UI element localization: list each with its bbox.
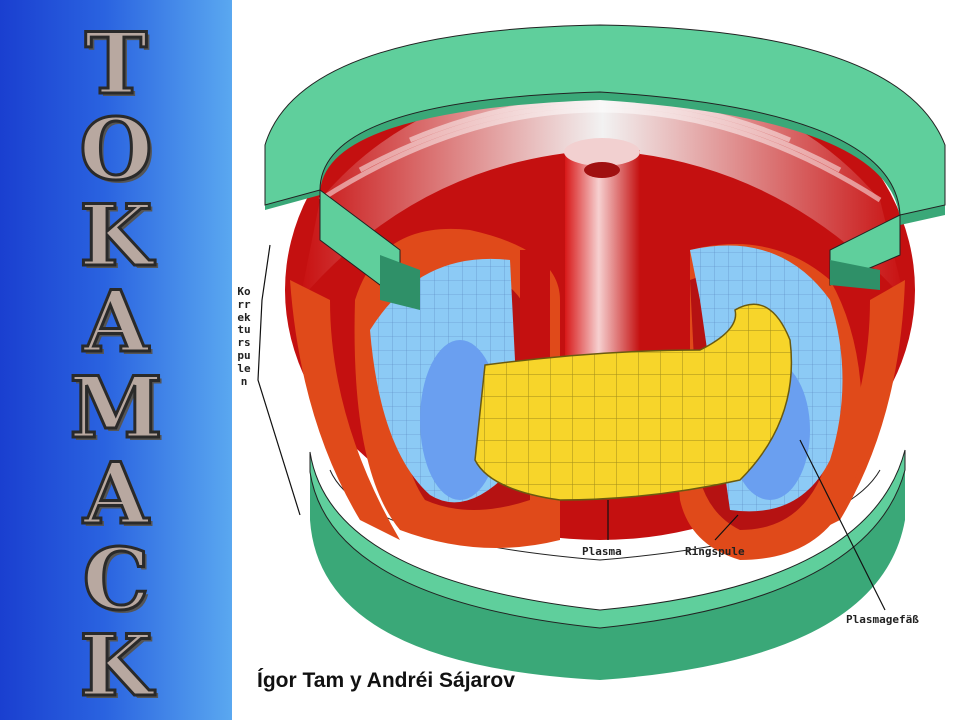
label-korrekturspulen: Korrekturspulen	[237, 285, 251, 388]
label-plasmagefass: Plasmagefäß	[846, 613, 919, 626]
upper-correction-coil	[264, 24, 946, 310]
plasma-torus	[474, 303, 793, 501]
callout-lines	[257, 244, 886, 611]
tokamak-diagram	[257, 24, 946, 680]
central-solenoid	[520, 138, 690, 390]
title-sidebar: T O K A M A C K	[0, 0, 232, 720]
title-letter: A	[82, 272, 150, 371]
author-caption: Ígor Tam y Andréi Sájarov	[257, 669, 515, 692]
title-letter: C	[81, 530, 151, 629]
title-letter: T	[83, 14, 149, 113]
label-plasma: Plasma	[582, 545, 622, 558]
title-letter: M	[68, 358, 164, 457]
title-letter: K	[78, 186, 154, 285]
title-letter: O	[78, 100, 154, 199]
title-letter: K	[78, 616, 154, 715]
label-ringspule: Ringspule	[685, 545, 745, 558]
title-letter: A	[82, 444, 150, 543]
